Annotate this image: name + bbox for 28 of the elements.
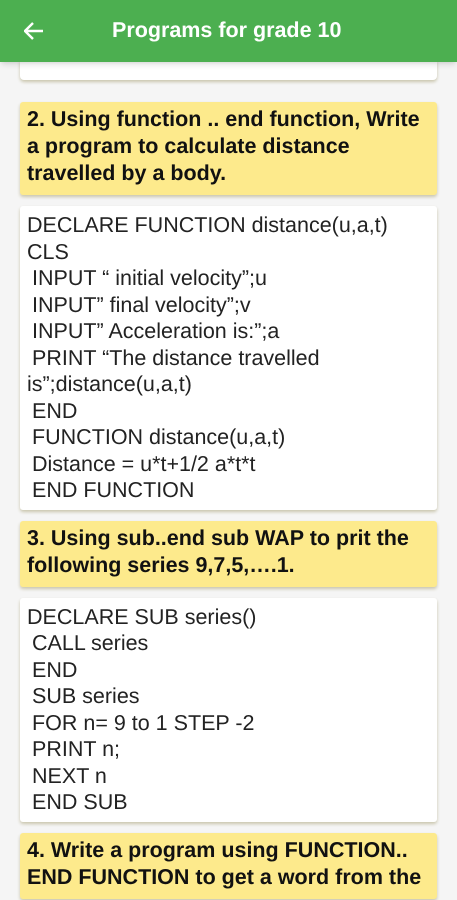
code-line: DECLARE SUB series() bbox=[27, 604, 258, 630]
code-line: CALL series bbox=[31, 630, 150, 656]
code-line: NEXT n bbox=[31, 762, 108, 789]
code-line: CLS bbox=[27, 238, 70, 265]
code-line: Distance = u*t+1/2 a*t*t bbox=[31, 450, 257, 477]
code-line: INPUT” final velocity”;v bbox=[31, 292, 252, 318]
code-line: PRINT “The distance travelled is”;distance(u,a,t) bbox=[27, 344, 321, 398]
code-line: PRINT n; bbox=[31, 736, 122, 762]
code-line: INPUT “ initial velocity”;u bbox=[31, 265, 268, 292]
question-text: 2. Using function .. end function, Write a program to calculate distance travelled by a body. bbox=[27, 106, 421, 187]
page-title: Programs for grade 10 bbox=[112, 17, 342, 44]
code-line: END bbox=[31, 656, 78, 683]
code-card bbox=[20, 598, 437, 822]
question-card bbox=[20, 832, 437, 898]
code-line: SUB series bbox=[31, 683, 141, 710]
code-card bbox=[20, 206, 437, 510]
code-line: INPUT” Acceleration is:”;a bbox=[31, 318, 280, 344]
code-line: END bbox=[31, 398, 78, 424]
question-card bbox=[20, 520, 437, 586]
code-line: FOR n= 9 to 1 STEP -2 bbox=[31, 710, 256, 736]
code-line: DECLARE FUNCTION distance(u,a,t) bbox=[27, 212, 389, 238]
card-edge bbox=[20, 60, 437, 80]
code-line: FUNCTION distance(u,a,t) bbox=[31, 424, 286, 450]
question-card bbox=[20, 102, 437, 195]
question-text: 4. Write a program using FUNCTION.. END FUNCTION to get a word from the bbox=[27, 836, 422, 890]
code-line: END FUNCTION bbox=[31, 477, 196, 504]
code-line: END SUB bbox=[31, 789, 129, 816]
question-text: 3. Using sub..end sub WAP to prit the following series 9,7,5,….1. bbox=[27, 524, 410, 578]
